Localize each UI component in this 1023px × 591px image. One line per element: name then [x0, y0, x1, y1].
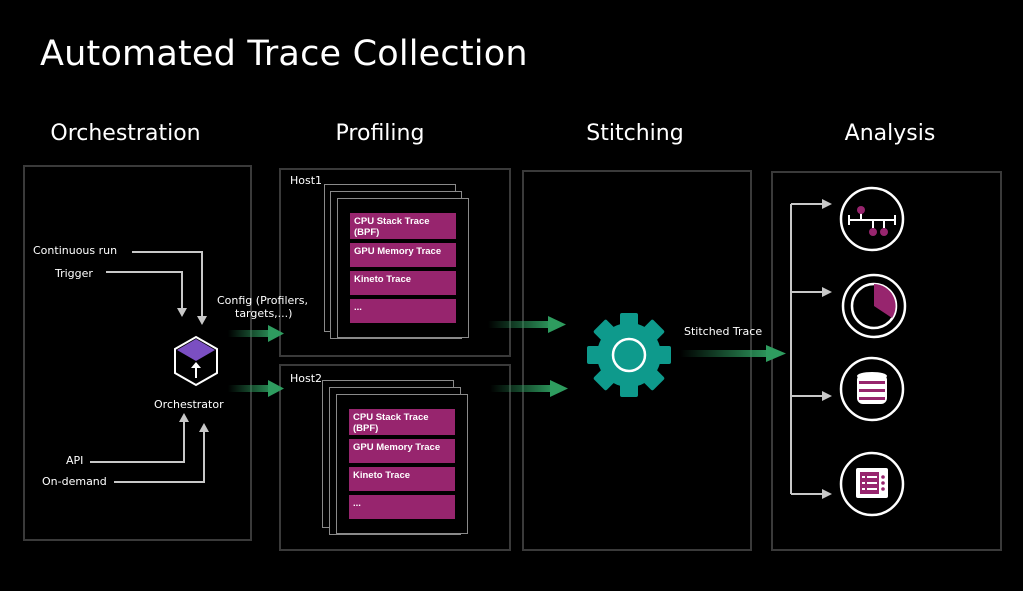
input-continuous-run: Continuous run: [33, 244, 118, 257]
input-trigger: Trigger: [55, 267, 93, 280]
arrowhead-analysis-3: [822, 391, 832, 401]
host2-trace-gpu: GPU Memory Trace: [349, 439, 455, 463]
arrow-on-demand: [114, 430, 205, 483]
analysis-fanout-arrows: [790, 203, 822, 495]
config-label-line1: Config (Profilers,: [217, 294, 309, 307]
input-on-demand: On-demand: [42, 475, 107, 488]
arrowhead-trigger: [177, 308, 187, 317]
host2-label: Host2: [290, 372, 323, 385]
page-title: Automated Trace Collection: [40, 34, 528, 74]
host-to-stitch-arrows: [488, 316, 568, 397]
gear-icon: [587, 313, 671, 397]
config-label-line2: targets,...): [235, 307, 293, 320]
arrow-api: [90, 420, 185, 463]
arrow-continuous-run: [132, 251, 203, 318]
arrowhead-analysis-2: [822, 287, 832, 297]
host2-trace-more: ...: [349, 495, 455, 519]
host1-trace-kineto: Kineto Trace: [350, 271, 456, 295]
host2-card-front: CPU Stack Trace (BPF) GPU Memory Trace K…: [336, 394, 468, 534]
host1-trace-cpu: CPU Stack Trace (BPF): [350, 213, 456, 239]
host1-trace-more: ...: [350, 299, 456, 323]
arrowhead-analysis-4: [822, 489, 832, 499]
report-icon: [839, 451, 905, 517]
config-arrows: [228, 325, 284, 397]
database-icon: [839, 356, 905, 422]
stitched-trace-label: Stitched Trace: [684, 325, 763, 338]
pie-chart-icon: [841, 273, 907, 339]
stage-title-analysis: Analysis: [844, 121, 936, 146]
host2-trace-kineto: Kineto Trace: [349, 467, 455, 491]
arrowhead-api: [179, 413, 189, 422]
arrowhead-on-demand: [199, 423, 209, 432]
arrowhead-continuous-run: [197, 316, 207, 325]
host2-trace-cpu: CPU Stack Trace (BPF): [349, 409, 455, 435]
orchestrator-cube-icon: [174, 335, 218, 387]
arrowhead-analysis-1: [822, 199, 832, 209]
input-api: API: [66, 454, 84, 467]
stage-title-profiling: Profiling: [335, 121, 425, 146]
arrow-trigger: [106, 271, 183, 310]
host1-card-front: CPU Stack Trace (BPF) GPU Memory Trace K…: [337, 198, 469, 338]
stage-title-stitching: Stitching: [586, 121, 684, 146]
orchestrator-label: Orchestrator: [154, 398, 224, 411]
stage-title-orchestration: Orchestration: [50, 121, 201, 146]
input-arrows: [90, 251, 209, 483]
host1-label: Host1: [290, 174, 323, 187]
host1-trace-gpu: GPU Memory Trace: [350, 243, 456, 267]
stitched-trace-arrow: [680, 345, 786, 362]
timeline-icon: [839, 186, 905, 252]
